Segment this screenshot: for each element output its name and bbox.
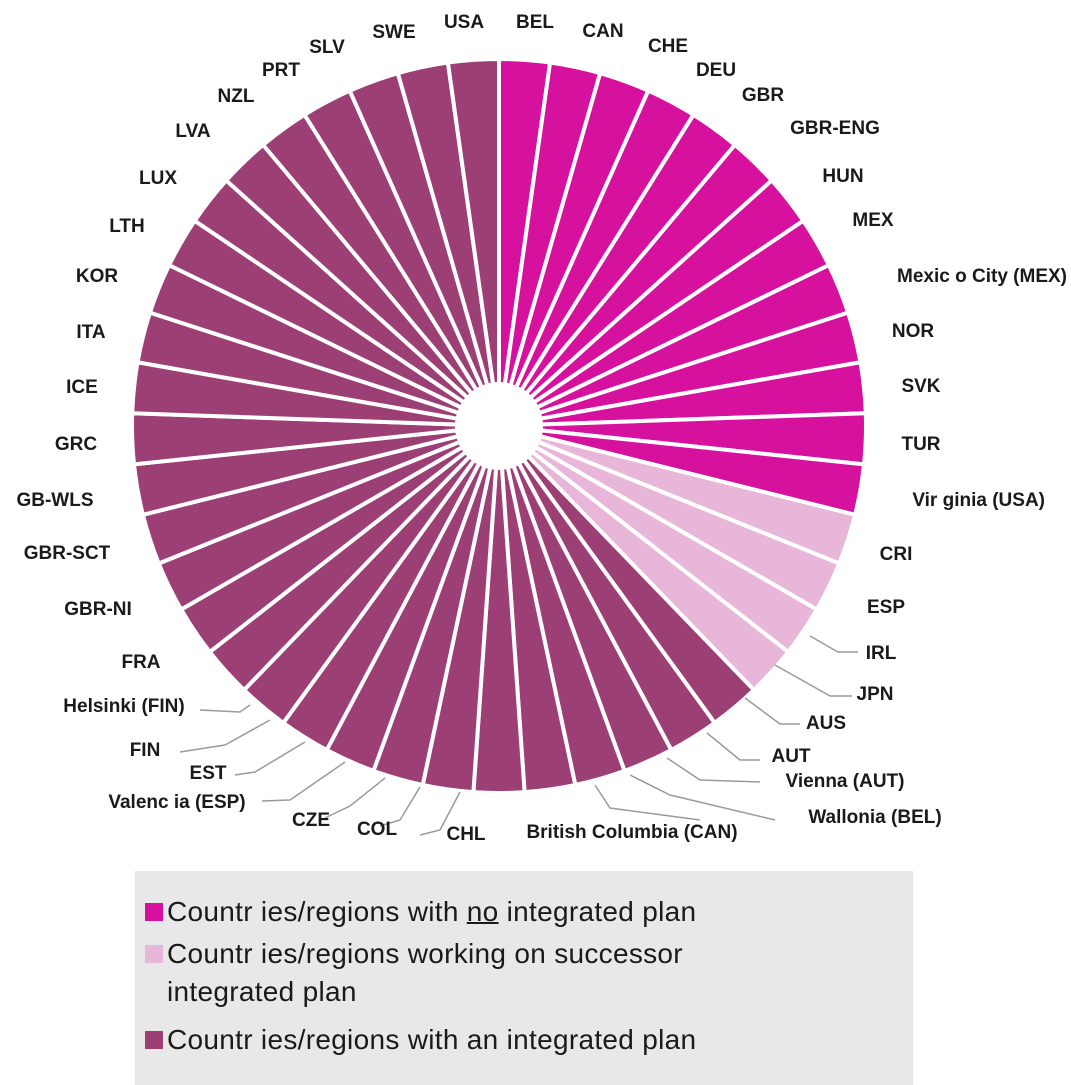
leader-line bbox=[419, 791, 461, 836]
legend-label-no-plan: Countr ies/regions with no integrated pl… bbox=[167, 896, 697, 927]
legend-label-working: Countr ies/regions working on successor … bbox=[167, 938, 683, 1007]
legend-swatch-integrated bbox=[145, 1031, 163, 1049]
slice-label: HUN bbox=[822, 166, 863, 187]
slice-label: TUR bbox=[901, 434, 940, 455]
slice-label: NOR bbox=[892, 321, 935, 342]
slice-label: FIN bbox=[130, 740, 161, 761]
slice-label: CRI bbox=[880, 544, 913, 565]
legend-item-integrated: Countr ies/regions with an integrated pl… bbox=[145, 1021, 787, 1059]
slice-label: GBR-ENG bbox=[790, 118, 880, 139]
slice-label: BEL bbox=[516, 12, 554, 33]
legend-swatch-no-plan bbox=[145, 903, 163, 921]
slice-label: SVK bbox=[901, 376, 940, 397]
slice-label: Wallonia (BEL) bbox=[808, 807, 941, 828]
slice-label: SLV bbox=[309, 37, 345, 58]
leader-line bbox=[199, 704, 251, 713]
slice-label: USA bbox=[444, 12, 484, 33]
slice-label: LVA bbox=[175, 121, 210, 142]
slice-label: CHE bbox=[648, 36, 688, 57]
slice-label: GRC bbox=[55, 434, 98, 455]
slice-label: ITA bbox=[76, 322, 105, 343]
leader-line bbox=[179, 719, 271, 753]
legend-item-no-plan: Countr ies/regions with no integrated pl… bbox=[145, 893, 787, 931]
slice-label: Vienna (AUT) bbox=[786, 771, 905, 792]
slice-label: EST bbox=[190, 763, 227, 784]
slice-label: LUX bbox=[139, 168, 177, 189]
slice-label: AUS bbox=[806, 713, 846, 734]
leader-line bbox=[666, 757, 761, 783]
leader-line bbox=[379, 786, 421, 827]
pie-center-hole bbox=[457, 384, 541, 468]
slice-label: GBR-SCT bbox=[24, 543, 111, 564]
slice-label: JPN bbox=[857, 684, 894, 705]
legend-emphasis-no: no bbox=[466, 896, 499, 927]
slice-label: AUT bbox=[771, 746, 810, 767]
slice-label: GBR bbox=[742, 85, 785, 106]
slice-label: British Columbia (CAN) bbox=[526, 822, 737, 843]
slice-label: CZE bbox=[292, 810, 330, 831]
slice-label: Helsinki (FIN) bbox=[63, 696, 184, 717]
label-leader-lines bbox=[179, 635, 858, 836]
slice-label: Vir ginia (USA) bbox=[912, 490, 1045, 511]
slice-label: GB-WLS bbox=[16, 490, 93, 511]
slice-label: ICE bbox=[66, 377, 98, 398]
slice-label: DEU bbox=[696, 60, 736, 81]
slice-label: Valenc ia (ESP) bbox=[108, 792, 245, 813]
slice-label: LTH bbox=[109, 216, 145, 237]
legend-item-working: Countr ies/regions working on successor … bbox=[145, 935, 757, 1011]
legend-swatch-working bbox=[145, 945, 163, 963]
slice-label: IRL bbox=[866, 643, 897, 664]
leader-line bbox=[629, 774, 776, 821]
leader-line bbox=[706, 732, 760, 761]
leader-line bbox=[234, 741, 306, 776]
slice-label: SWE bbox=[372, 22, 415, 43]
legend-label-integrated: Countr ies/regions with an integrated pl… bbox=[167, 1024, 697, 1055]
legend: Countr ies/regions with no integrated pl… bbox=[135, 871, 913, 1085]
slice-label: PRT bbox=[262, 60, 300, 81]
slice-label: CAN bbox=[582, 21, 623, 42]
leader-line bbox=[324, 777, 386, 819]
leader-line bbox=[594, 784, 701, 821]
leader-line bbox=[261, 761, 346, 802]
leader-line bbox=[774, 664, 852, 697]
slice-label: ESP bbox=[867, 597, 905, 618]
pie-slices bbox=[130, 56, 868, 795]
leader-line bbox=[809, 635, 858, 653]
slice-label: GBR-NI bbox=[64, 599, 132, 620]
slice-label: MEX bbox=[852, 210, 894, 231]
slice-label: KOR bbox=[76, 266, 119, 287]
leader-line bbox=[744, 697, 800, 725]
slice-label: FRA bbox=[121, 652, 160, 673]
slice-label: CHL bbox=[446, 824, 485, 845]
slice-label: Mexic o City (MEX) bbox=[897, 266, 1067, 287]
slice-label: NZL bbox=[218, 86, 255, 107]
slice-label: COL bbox=[357, 819, 398, 840]
